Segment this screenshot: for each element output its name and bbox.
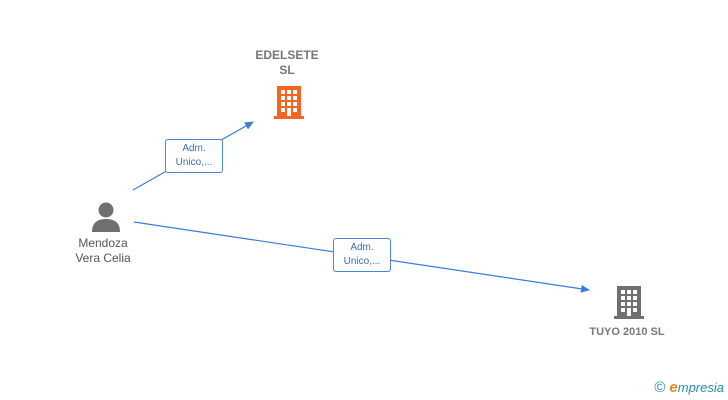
person-icon[interactable] — [91, 201, 121, 238]
brand-watermark: ©empresia — [654, 379, 724, 396]
edge-label-role[interactable]: Adm. Unico,... — [333, 238, 391, 272]
brand-logo-letter: e — [669, 379, 678, 396]
company-name-tuyo[interactable]: TUYO 2010 SL — [589, 326, 665, 338]
company-name-edelsete[interactable]: EDELSETE SL — [255, 48, 319, 77]
brand-name: mpresia — [677, 380, 724, 395]
person-name[interactable]: Mendoza Vera Celia — [75, 236, 131, 265]
building-icon[interactable] — [613, 284, 645, 325]
edge-label-role[interactable]: Adm. Unico,... — [165, 139, 223, 173]
copyright-symbol: © — [654, 379, 666, 396]
building-icon[interactable] — [273, 84, 305, 125]
